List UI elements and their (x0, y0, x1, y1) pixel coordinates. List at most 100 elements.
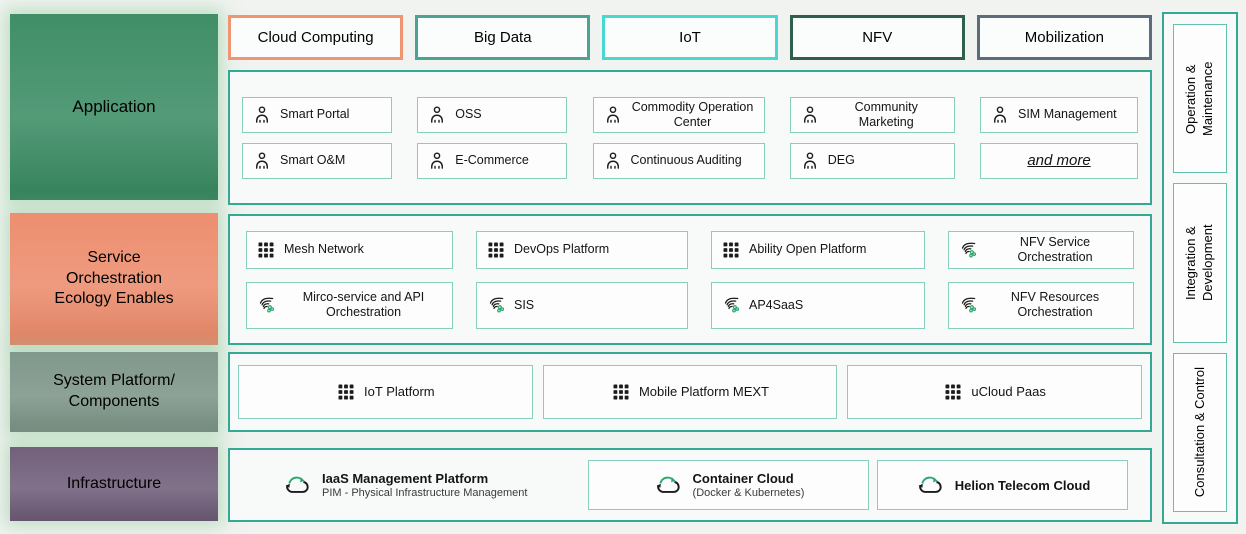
infra-item-text: Helion Telecom Cloud (955, 478, 1091, 493)
app-item-label: Smart O&M (280, 153, 346, 168)
svc-item-label: NFV Resources Orchestration (1010, 290, 1100, 319)
tab-cloud-computing: Cloud Computing (228, 15, 404, 60)
cloud-sync-icon (653, 472, 683, 498)
layer-label-column: Application Service Orchestration Ecolog… (10, 10, 218, 522)
app-item-label: OSS (455, 107, 482, 122)
sys-item-ucloud-paas: uCloud Paas (847, 365, 1142, 419)
person-icon (252, 105, 272, 125)
svc-item-nfv-service-orchestration: NFV Service Orchestration (948, 230, 1134, 269)
tab-nfv: NFV (789, 15, 965, 60)
right-sidebar: Operation & Maintenance Integration & De… (1162, 10, 1238, 524)
svc-item-label: Mirco-service and API Orchestration (302, 290, 425, 319)
app-item-label: Continuous Auditing (630, 153, 742, 168)
grid-icon (721, 240, 741, 260)
app-item-sim-management: SIM Management (980, 96, 1138, 133)
app-item-label: E-Commerce (455, 153, 529, 168)
infra-item-subtitle: PIM - Physical Infrastructure Management (322, 487, 528, 499)
layer-label-system-platform: System Platform/ Components (10, 352, 218, 432)
sidebar-section-operation-maintenance: Operation & Maintenance (1173, 24, 1227, 174)
layer-label-application-text: Application (72, 96, 156, 116)
svc-item-microservice-api-orchestration: Mirco-service and API Orchestration (246, 281, 453, 329)
layer-label-system-text: System Platform/ Components (53, 372, 175, 410)
sidebar-label: Operation & Maintenance (1183, 61, 1215, 136)
app-item-commodity-operation-center: Commodity Operation Center (592, 96, 765, 133)
person-icon (603, 105, 623, 125)
and-more-label: and more (1027, 151, 1091, 169)
layer-label-infrastructure-text: Infrastructure (66, 474, 162, 492)
service-orchestration-band: Mesh Network DevOps Platform Ability Ope… (228, 214, 1152, 345)
app-item-e-commerce: E-Commerce (417, 142, 568, 179)
person-icon (427, 151, 447, 171)
application-band: Smart Portal OSS Commodity Operation Cen… (228, 70, 1152, 205)
infra-item-title: IaaS Management Platform (322, 471, 489, 486)
app-item-community-marketing: Community Marketing (789, 96, 955, 133)
grid-icon (943, 382, 963, 402)
sidebar-container: Operation & Maintenance Integration & De… (1162, 12, 1238, 524)
svc-item-sis: SIS (476, 281, 688, 329)
svc-item-nfv-resources-orchestration: NFV Resources Orchestration (948, 281, 1134, 329)
app-item-label: DEG (827, 153, 855, 168)
infra-item-container-cloud: Container Cloud (Docker & Kubernetes) (588, 460, 869, 510)
person-icon (252, 151, 272, 171)
infra-item-title: Helion Telecom Cloud (954, 477, 1091, 493)
sys-item-label: IoT Platform (364, 384, 435, 400)
person-icon (800, 151, 820, 171)
app-item-continuous-auditing: Continuous Auditing (592, 142, 765, 179)
sys-item-label: Mobile Platform MEXT (638, 384, 770, 400)
app-item-oss: OSS (417, 96, 568, 133)
grid-icon (336, 382, 356, 402)
grid-icon (611, 382, 631, 402)
app-item-label: SIM Management (1018, 107, 1117, 122)
sidebar-label: Integration & Development (1183, 224, 1215, 302)
app-item-deg: DEG (789, 142, 955, 179)
cloud-sync-icon (915, 472, 945, 498)
app-item-label: Community Marketing (854, 99, 918, 129)
app-item-smart-portal: Smart Portal (242, 96, 392, 133)
person-icon (427, 105, 447, 125)
svc-item-label: SIS (514, 297, 535, 312)
sidebar-label: Consultation & Control (1191, 367, 1207, 498)
services-icon (958, 295, 978, 315)
main-content: Cloud Computing Big Data IoT NFV Mobiliz… (228, 10, 1153, 522)
infra-item-text: IaaS Management Platform PIM - Physical … (322, 471, 527, 499)
infra-item-subtitle: (Docker & Kubernetes) (692, 487, 805, 499)
svc-item-label: Mesh Network (284, 242, 364, 257)
infra-item-iaas-management: IaaS Management Platform PIM - Physical … (230, 471, 580, 499)
grid-icon (256, 240, 276, 260)
person-icon (603, 151, 623, 171)
sys-item-iot-platform: IoT Platform (238, 365, 533, 419)
tab-big-data: Big Data (415, 15, 591, 60)
layer-label-application: Application (10, 14, 218, 200)
technology-tabs: Cloud Computing Big Data IoT NFV Mobiliz… (228, 15, 1153, 60)
svc-item-label: Ability Open Platform (749, 242, 867, 257)
services-icon (721, 295, 741, 315)
app-item-label: Smart Portal (280, 107, 350, 122)
system-platform-band: IoT Platform Mobile Platform MEXT uCloud… (228, 352, 1152, 432)
services-icon (486, 295, 506, 315)
app-item-smart-om: Smart O&M (242, 142, 392, 179)
infra-item-helion-telecom-cloud: Helion Telecom Cloud (877, 460, 1128, 510)
infra-item-title: Container Cloud (692, 471, 794, 486)
app-item-and-more: and more (980, 142, 1138, 179)
layer-label-infrastructure: Infrastructure (10, 447, 218, 521)
sidebar-section-integration-development: Integration & Development (1173, 183, 1227, 343)
infrastructure-band: IaaS Management Platform PIM - Physical … (228, 448, 1152, 522)
person-icon (800, 105, 820, 125)
person-icon (990, 105, 1010, 125)
svc-item-ap4saas: AP4SaaS (711, 281, 925, 329)
svc-item-devops-platform: DevOps Platform (476, 230, 688, 269)
cloud-sync-icon (282, 472, 312, 498)
svc-item-label: AP4SaaS (749, 297, 804, 312)
sys-item-mobile-platform-mext: Mobile Platform MEXT (542, 365, 838, 419)
grid-icon (486, 240, 506, 260)
sys-item-label: uCloud Paas (971, 384, 1046, 400)
svc-item-label: DevOps Platform (514, 242, 610, 257)
svc-item-label: NFV Service Orchestration (1017, 234, 1093, 264)
tab-iot: IoT (602, 15, 778, 60)
sidebar-section-consultation-control: Consultation & Control (1173, 352, 1227, 512)
services-icon (958, 240, 978, 260)
layer-label-service-orchestration: Service Orchestration Ecology Enables (10, 213, 218, 345)
infra-item-text: Container Cloud (Docker & Kubernetes) (693, 471, 805, 499)
layer-label-service-text: Service Orchestration Ecology Enables (54, 248, 174, 308)
